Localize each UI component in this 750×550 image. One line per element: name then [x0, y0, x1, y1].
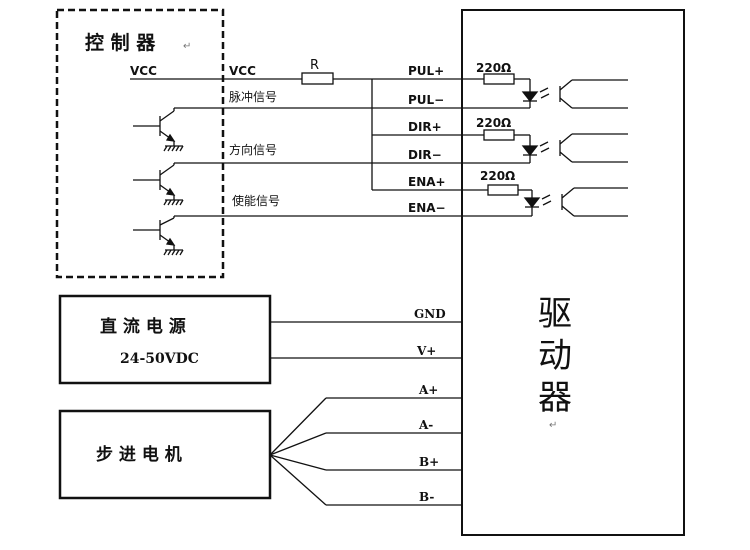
pin-dir-minus: DIR−	[408, 148, 442, 162]
motor-wires	[269, 397, 462, 506]
vcc-left-label: VCC	[130, 64, 157, 78]
resistor-220-label-2: 220Ω	[476, 116, 511, 130]
pin-gnd: GND	[414, 307, 446, 321]
resistor-220-label-3: 220Ω	[480, 169, 515, 183]
power-supply-spec: 24-50VDC	[120, 351, 199, 367]
direction-signal-label: 方向信号	[229, 142, 277, 157]
vcc-right-label: VCC	[229, 64, 256, 78]
controller-box	[55, 8, 225, 279]
enable-signal-label: 使能信号	[232, 193, 280, 208]
ground-symbol-1	[163, 145, 184, 152]
signal-wires	[174, 107, 462, 217]
driver-title-char-2: 动	[538, 336, 572, 376]
vcc-wire	[130, 78, 462, 191]
stepper-motor-title: 步 进 电 机	[96, 444, 182, 465]
ground-symbol-3	[163, 249, 184, 256]
controller-title: 控 制 器	[85, 31, 156, 54]
transistor-3	[133, 216, 176, 250]
transistor-1	[133, 108, 176, 146]
pin-pul-plus: PUL+	[408, 64, 444, 78]
optocoupler-3	[462, 184, 628, 217]
resistor-r-label: R	[310, 58, 319, 73]
pin-pul-minus: PUL−	[408, 93, 444, 107]
pin-ena-minus: ENA−	[408, 201, 446, 215]
resistor-r	[301, 72, 334, 85]
optocoupler-1	[462, 73, 628, 109]
pin-ena-plus: ENA+	[408, 175, 446, 189]
ground-symbol-2	[163, 199, 184, 206]
pin-b-minus: B-	[419, 490, 434, 504]
driver-title-char-3: 器	[538, 378, 572, 418]
return-mark: ↵	[183, 41, 191, 52]
power-wires	[270, 321, 462, 359]
resistor-220-label-1: 220Ω	[476, 61, 511, 75]
pin-a-minus: A-	[418, 418, 433, 432]
power-supply-box	[58, 294, 272, 385]
pin-b-plus: B+	[419, 455, 439, 469]
pulse-signal-label: 脉冲信号	[229, 89, 277, 104]
driver-return-mark: ↵	[549, 420, 557, 431]
driver-title-char-1: 驱	[538, 294, 572, 334]
pin-dir-plus: DIR+	[408, 120, 442, 134]
optocoupler-2	[462, 129, 628, 164]
pin-a-plus: A+	[418, 383, 438, 397]
transistor-2	[133, 163, 176, 200]
power-supply-title: 直 流 电 源	[100, 316, 186, 337]
pin-v-plus: V+	[416, 344, 436, 358]
driver-box	[461, 9, 685, 536]
